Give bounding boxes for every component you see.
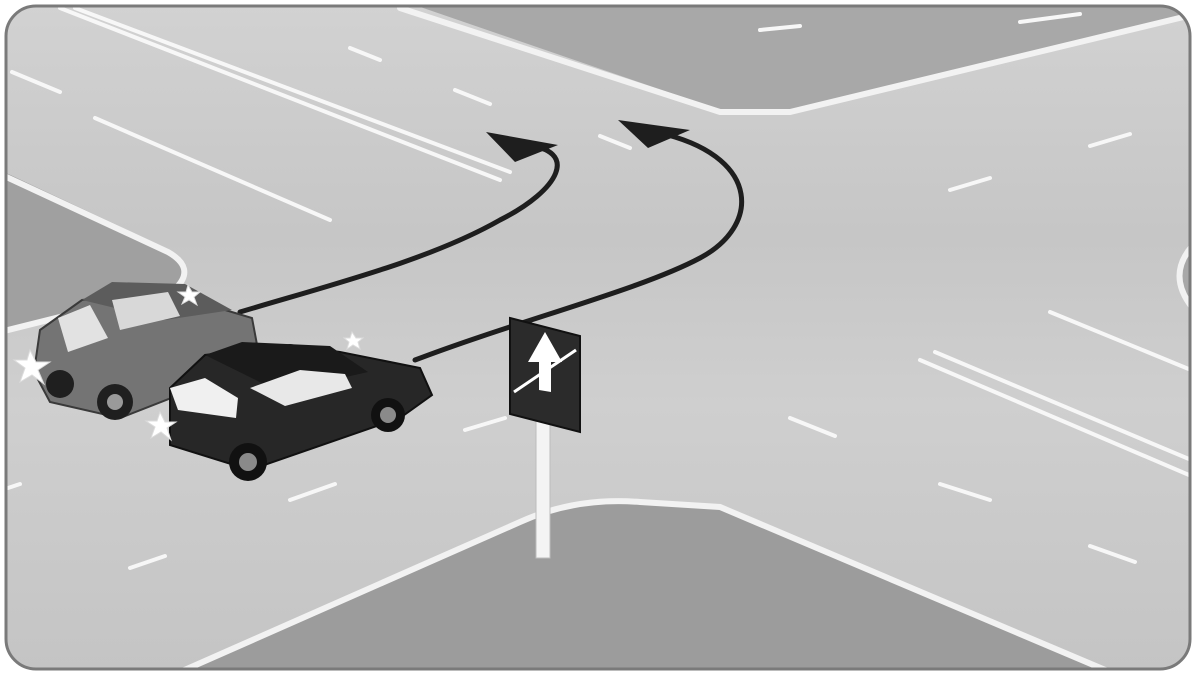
scene-content xyxy=(0,0,1196,675)
illustration-frame xyxy=(0,0,1196,675)
intersection-scene xyxy=(0,0,1196,675)
